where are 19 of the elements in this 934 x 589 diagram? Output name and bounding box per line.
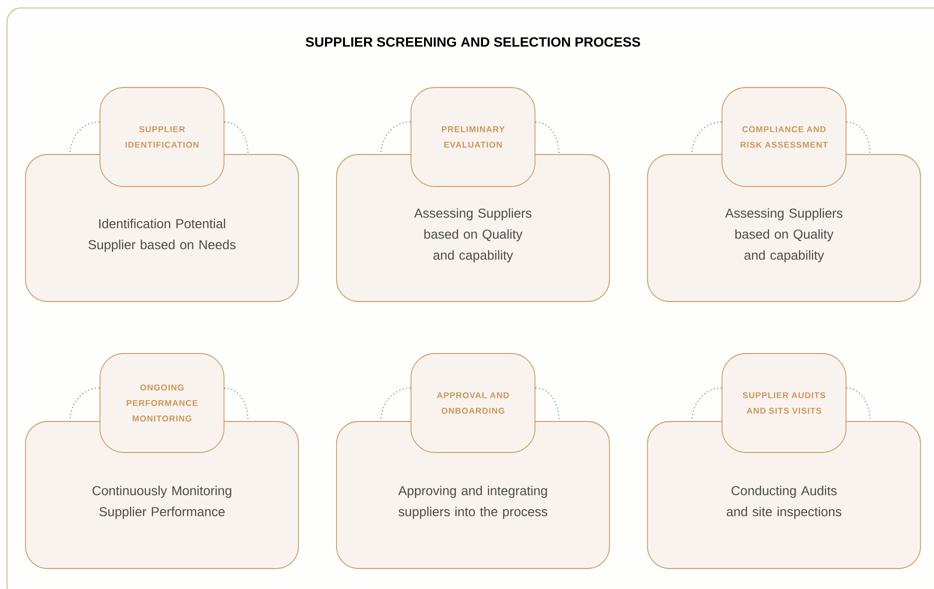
step-card: Approving and integrating suppliers into the process <box>336 421 610 569</box>
dotted-arc <box>692 122 722 154</box>
dotted-arc <box>224 122 248 154</box>
step-badge: COMPLIANCE AND RISK ASSESSMENT <box>722 87 846 187</box>
dotted-arc <box>846 122 870 154</box>
step-card: Continuously Monitoring Supplier Performance <box>25 421 299 569</box>
step-badge: SUPPLIER AUDITS AND SITS VISITS <box>722 353 846 453</box>
dotted-arc <box>380 122 411 154</box>
step-badge: APPROVAL AND ONBOARDING <box>410 353 536 453</box>
dotted-arc <box>535 388 560 422</box>
step-card: Conducting Audits and site inspections <box>647 421 921 569</box>
step-badge: PRELIMINARY EVALUATION <box>410 87 536 187</box>
dotted-arc <box>846 388 870 422</box>
title: SUPPLIER SCREENING AND SELECTION PROCESS <box>306 37 640 47</box>
dotted-arc <box>224 388 248 422</box>
step-badge: ONGOING PERFORMANCE MONITORING <box>100 353 224 453</box>
dotted-arc <box>70 122 100 154</box>
step-badge: SUPPLIER IDENTIFICATION <box>100 87 224 187</box>
dotted-arc <box>535 122 560 154</box>
